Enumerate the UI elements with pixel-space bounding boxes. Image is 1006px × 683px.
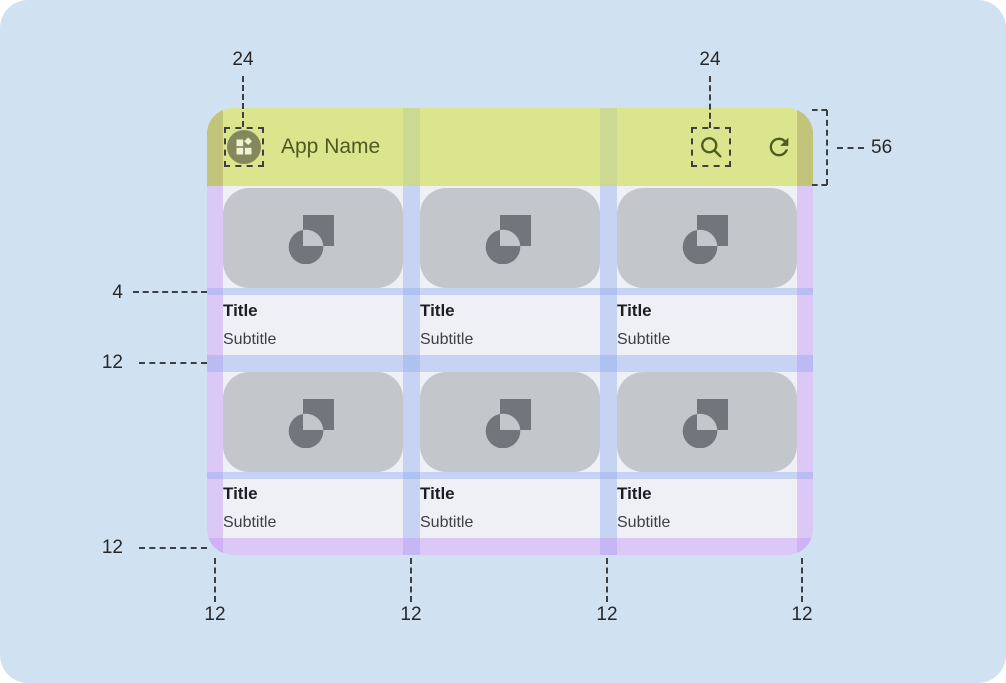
card-title: Title (617, 301, 652, 320)
image-placeholder-icon (485, 399, 531, 448)
card-text: Title Subtitle (223, 478, 403, 538)
measure-label-leading-icon: 24 (232, 49, 254, 70)
widgets-icon (234, 137, 254, 157)
measure-label-gutter-1: 12 (400, 604, 422, 625)
measure-label-bottom-margin: 12 (101, 537, 123, 558)
card-text: Title Subtitle (420, 295, 600, 355)
card-subtitle: Subtitle (617, 331, 671, 348)
image-placeholder-icon (288, 399, 334, 448)
measure-line (139, 362, 207, 364)
card-image[interactable] (617, 188, 797, 288)
leading-icon-button[interactable] (227, 130, 261, 164)
measure-label-image-text-gap: 4 (112, 282, 123, 303)
gutter-overlay (403, 108, 420, 555)
gutter-overlay (600, 108, 617, 555)
card-title: Title (420, 484, 455, 503)
card-subtitle: Subtitle (420, 514, 474, 531)
card-text: Title Subtitle (223, 295, 403, 355)
card-image[interactable] (420, 372, 600, 472)
measure-label-right-margin: 12 (791, 604, 813, 625)
measure-label-app-bar-height: 56 (871, 137, 893, 158)
measure-line (410, 558, 412, 602)
card-title: Title (617, 484, 652, 503)
measure-line (837, 147, 864, 149)
card-image[interactable] (223, 372, 403, 472)
measure-line (801, 558, 803, 602)
search-icon-measure-box (691, 127, 731, 167)
card-title: Title (223, 301, 258, 320)
image-placeholder-icon (682, 215, 728, 264)
margin-overlay-on-bar (797, 108, 813, 186)
card-title: Title (420, 301, 455, 320)
app-title: App Name (281, 135, 381, 158)
measure-line (242, 76, 244, 127)
card-subtitle: Subtitle (223, 514, 277, 531)
measure-line (139, 547, 207, 549)
measure-bracket-tick (812, 109, 827, 111)
card-text: Title Subtitle (617, 478, 797, 538)
measure-bracket-tick (812, 184, 827, 186)
measure-line (709, 76, 711, 128)
measure-label-search-icon: 24 (699, 49, 721, 70)
measure-line (214, 558, 216, 602)
gutter-overlay-on-bar (600, 108, 617, 186)
image-placeholder-icon (288, 215, 334, 264)
measure-label-gutter-2: 12 (596, 604, 618, 625)
search-icon[interactable] (697, 133, 725, 161)
right-margin-overlay (797, 108, 813, 555)
card-subtitle: Subtitle (223, 331, 277, 348)
gutter-overlay-on-bar (403, 108, 420, 186)
top-app-bar: App Name (207, 108, 813, 186)
app-mockup: App Name (207, 108, 813, 555)
card-image[interactable] (420, 188, 600, 288)
leading-icon-measure-box (224, 127, 264, 167)
card-text: Title Subtitle (420, 478, 600, 538)
row-gap-band (207, 355, 813, 372)
measure-line (606, 558, 608, 602)
left-margin-overlay (207, 108, 223, 555)
card-title: Title (223, 484, 258, 503)
margin-overlay-on-bar (207, 108, 223, 186)
refresh-icon[interactable] (765, 133, 793, 161)
bottom-margin-band (207, 538, 813, 555)
measure-label-row-gap: 12 (101, 352, 123, 373)
card-text: Title Subtitle (617, 295, 797, 355)
measure-label-left-margin: 12 (204, 604, 226, 625)
image-placeholder-icon (485, 215, 531, 264)
measure-bracket (826, 110, 828, 185)
image-text-gap-band (207, 472, 813, 479)
measure-line (133, 291, 207, 293)
card-subtitle: Subtitle (617, 514, 671, 531)
card-image[interactable] (223, 188, 403, 288)
image-text-gap-band (207, 288, 813, 295)
image-placeholder-icon (682, 399, 728, 448)
card-subtitle: Subtitle (420, 331, 474, 348)
card-image[interactable] (617, 372, 797, 472)
